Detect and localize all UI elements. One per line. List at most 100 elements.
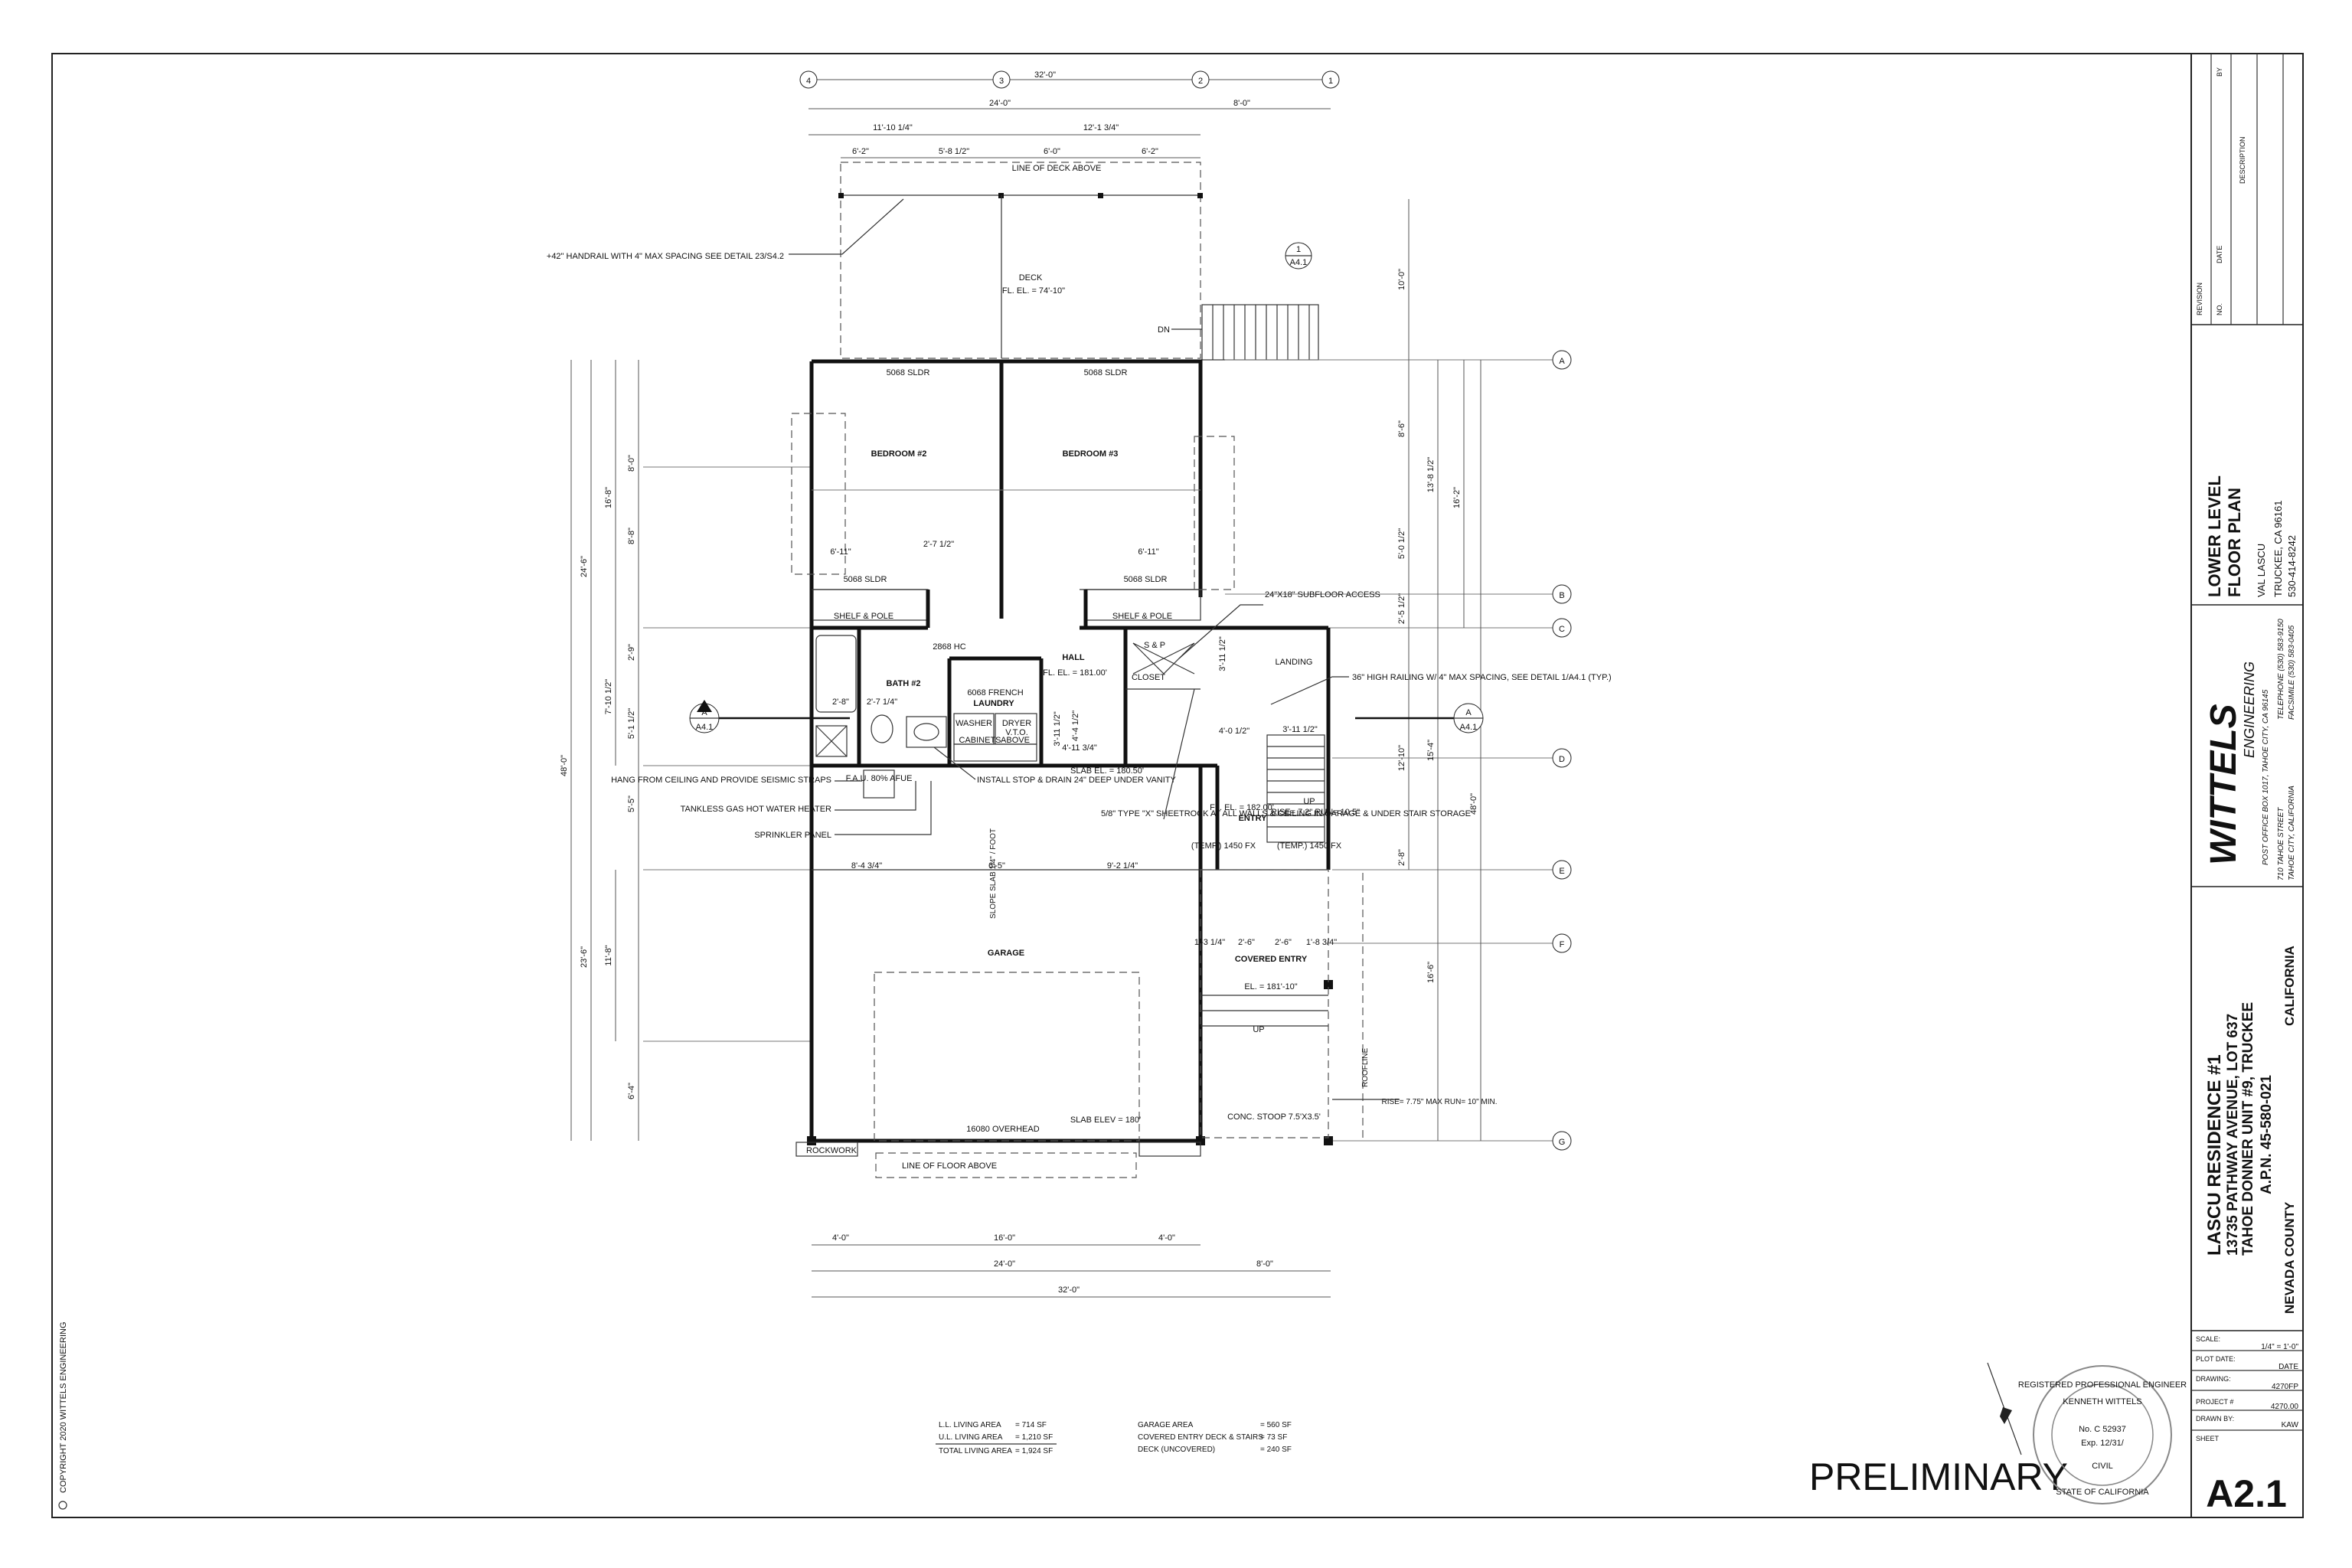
room-laundry: LAUNDRY	[973, 699, 1014, 708]
tb-project-value: 4270.00	[2271, 1403, 2299, 1411]
detail-callout-sheet: A4.1	[1290, 258, 1308, 267]
dim-183: 1'-8 3/4"	[1306, 938, 1337, 947]
tb-sheet-label: SHEET	[2196, 1435, 2220, 1442]
dim-26a: 2'-6"	[1238, 938, 1255, 947]
bath-fixtures	[815, 635, 1037, 762]
section-mark-right: A A4.1	[1355, 703, 1484, 733]
dim-top-left: 24'-0"	[989, 99, 1011, 108]
conc-stoop-note: CONC. STOOP 7.5'X3.5'	[1227, 1112, 1321, 1122]
dim-bottom-overall: 32'-0"	[1058, 1285, 1080, 1295]
dim-right-r5: 5'-0 1/2"	[1397, 528, 1406, 559]
dim-top-sub4: 6'-2"	[1142, 147, 1158, 156]
room-entry: ENTRY	[1239, 814, 1268, 823]
door-french: 6068 FRENCH	[967, 688, 1023, 697]
area-garage-value: = 560 SF	[1260, 1421, 1292, 1429]
covered-entry-elevation: EL. = 181'-10"	[1244, 982, 1297, 991]
grid-label-g: G	[1559, 1138, 1566, 1147]
dim-right-r7: 12'-10"	[1397, 745, 1406, 771]
dims-right: 10'-0" 8'-6" 5'-0 1/2" 2'-5 1/2" 12'-10"…	[1397, 199, 1481, 1141]
note-handrail: +42" HANDRAIL WITH 4" MAX SPACING SEE DE…	[547, 252, 784, 261]
area-deck-value: = 240 SF	[1260, 1446, 1292, 1454]
note-subfloor: 24"X18" SUBFLOOR ACCESS	[1265, 590, 1380, 599]
dim-top-seg-b: 12'-1 3/4"	[1083, 123, 1119, 132]
line-of-deck-above: LINE OF DECK ABOVE	[1012, 164, 1102, 173]
copyright-mark	[58, 1501, 67, 1510]
room-covered-entry: COVERED ENTRY	[1235, 955, 1308, 964]
floor-above-label: LINE OF FLOOR ABOVE	[902, 1161, 997, 1171]
shelf-pole-2: SHELF & POLE	[834, 612, 893, 621]
door-2868: 2868 HC	[933, 642, 965, 652]
grid-top: 4 3 2 1 32'-0"	[799, 70, 1340, 89]
line-floor-above	[875, 1152, 1137, 1178]
area-ll-label: L.L. LIVING AREA	[939, 1421, 1001, 1429]
slab-elevation: SLAB EL. = 180.50'	[1070, 766, 1144, 776]
north-arrow-icon	[1987, 1362, 2022, 1455]
dim-right-r8: 15'-4"	[1426, 740, 1436, 761]
tb-firm-tel: TELEPHONE (530) 583-9150	[2277, 619, 2285, 720]
copyright-text: COPYRIGHT 2020 WITTELS ENGINEERING	[59, 1321, 68, 1493]
section-a-right-sheet: A4.1	[1460, 723, 1478, 732]
dim-right-r1: 10'-0"	[1397, 269, 1406, 290]
stair-up: UP	[1303, 797, 1315, 806]
dim-right-r9: 2'-8"	[1397, 849, 1406, 866]
dim-left-total: 48'-0"	[560, 755, 569, 776]
detail-callout-num: 1	[1296, 245, 1301, 254]
covered-entry	[1200, 869, 1364, 1138]
shelf-pole-3: SHELF & POLE	[1112, 612, 1172, 621]
tb-firm-sub: ENGINEERING	[2242, 662, 2257, 758]
roofline-label: ROOFLINE	[1361, 1048, 1370, 1087]
tb-firm-logo: WITTELS	[2203, 704, 2244, 865]
tb-project-4: A.P.N. 45-580-021	[2259, 1075, 2275, 1194]
fau-label: F.A.U. 80% AFUE	[846, 774, 913, 783]
sheet-border	[51, 53, 2304, 1518]
dim-top-seg-a: 11'-10 1/4"	[873, 123, 913, 132]
stamp-number: No. C 52937	[2079, 1425, 2126, 1434]
section-mark-left: A A4.1	[689, 700, 850, 733]
grid-label-c: C	[1559, 625, 1565, 634]
grid-label-1: 1	[1328, 77, 1333, 86]
grid-bubble-2	[1191, 70, 1210, 89]
slope-slab-note: SLOPE SLAB 1/4" / FOOT	[989, 828, 998, 919]
dim-left-m3: 11'-8"	[604, 945, 613, 965]
tb-drawing-value: 4270FP	[2272, 1383, 2298, 1391]
room-closet: CLOSET	[1132, 673, 1165, 682]
tb-firm-fax: FACSIMILE (530) 583-0405	[2288, 625, 2296, 720]
dim-right-total: 48'-0"	[1469, 793, 1478, 815]
temp-window-left: (TEMP.) 1450 FX	[1191, 841, 1256, 851]
section-a-right: A	[1465, 708, 1472, 717]
grid-bubble-1	[1321, 70, 1340, 89]
dim-441: 4'-4 1/2"	[1071, 710, 1080, 741]
dim-26b: 2'-6"	[1275, 938, 1292, 947]
tb-drawn-label: DRAWN BY:	[2196, 1415, 2234, 1423]
section-a-left: A	[701, 708, 707, 717]
dim-right-r2: 8'-6"	[1397, 420, 1406, 437]
grid-bubble-3	[992, 70, 1011, 89]
cabinets-label: CABINETS	[959, 736, 1001, 745]
dim-bottom-right: 8'-0"	[1256, 1259, 1273, 1269]
rockwork-label: ROCKWORK	[806, 1146, 858, 1155]
room-garage: GARAGE	[988, 949, 1024, 958]
grid-label-d: D	[1559, 755, 1565, 764]
tb-county: NEVADA COUNTY	[2282, 1201, 2297, 1314]
area-covered-label: COVERED ENTRY DECK & STAIRS	[1138, 1433, 1263, 1442]
area-garage-label: GARAGE AREA	[1138, 1421, 1194, 1429]
deck-stair-dn: DN	[1158, 325, 1170, 335]
tb-revision: REVISION	[2196, 283, 2203, 315]
area-total-label: TOTAL LIVING AREA	[939, 1447, 1012, 1455]
room-bedroom-3: BEDROOM #3	[1063, 449, 1119, 459]
room-bedroom-2: BEDROOM #2	[871, 449, 927, 459]
deck-elevation: FL. EL. = 74'-10"	[1002, 286, 1065, 296]
room-landing: LANDING	[1276, 658, 1313, 667]
stamp-civil: CIVIL	[2092, 1462, 2113, 1471]
grid-label-a: A	[1559, 357, 1565, 366]
tb-project-1: LASCU RESIDENCE #1	[2204, 1054, 2225, 1256]
tb-by: BY	[2216, 67, 2223, 77]
note-install-stop: INSTALL STOP & DRAIN 24" DEEP UNDER VANI…	[977, 776, 1176, 785]
tb-state: CALIFORNIA	[2282, 946, 2297, 1026]
note-sheetrock: 5/8" TYPE "X" SHEETROCK AT ALL WALLS & C…	[1101, 809, 1471, 818]
door-sldr-closet-3: 5068 SLDR	[1124, 575, 1168, 584]
stoop-up: UP	[1253, 1025, 1264, 1034]
tb-owner: VAL LASCU	[2256, 544, 2267, 597]
note-rise-max: RISE= 7.75" MAX RUN= 10" MIN.	[1381, 1098, 1497, 1106]
dim-401: 4'-0 1/2"	[1219, 727, 1250, 736]
